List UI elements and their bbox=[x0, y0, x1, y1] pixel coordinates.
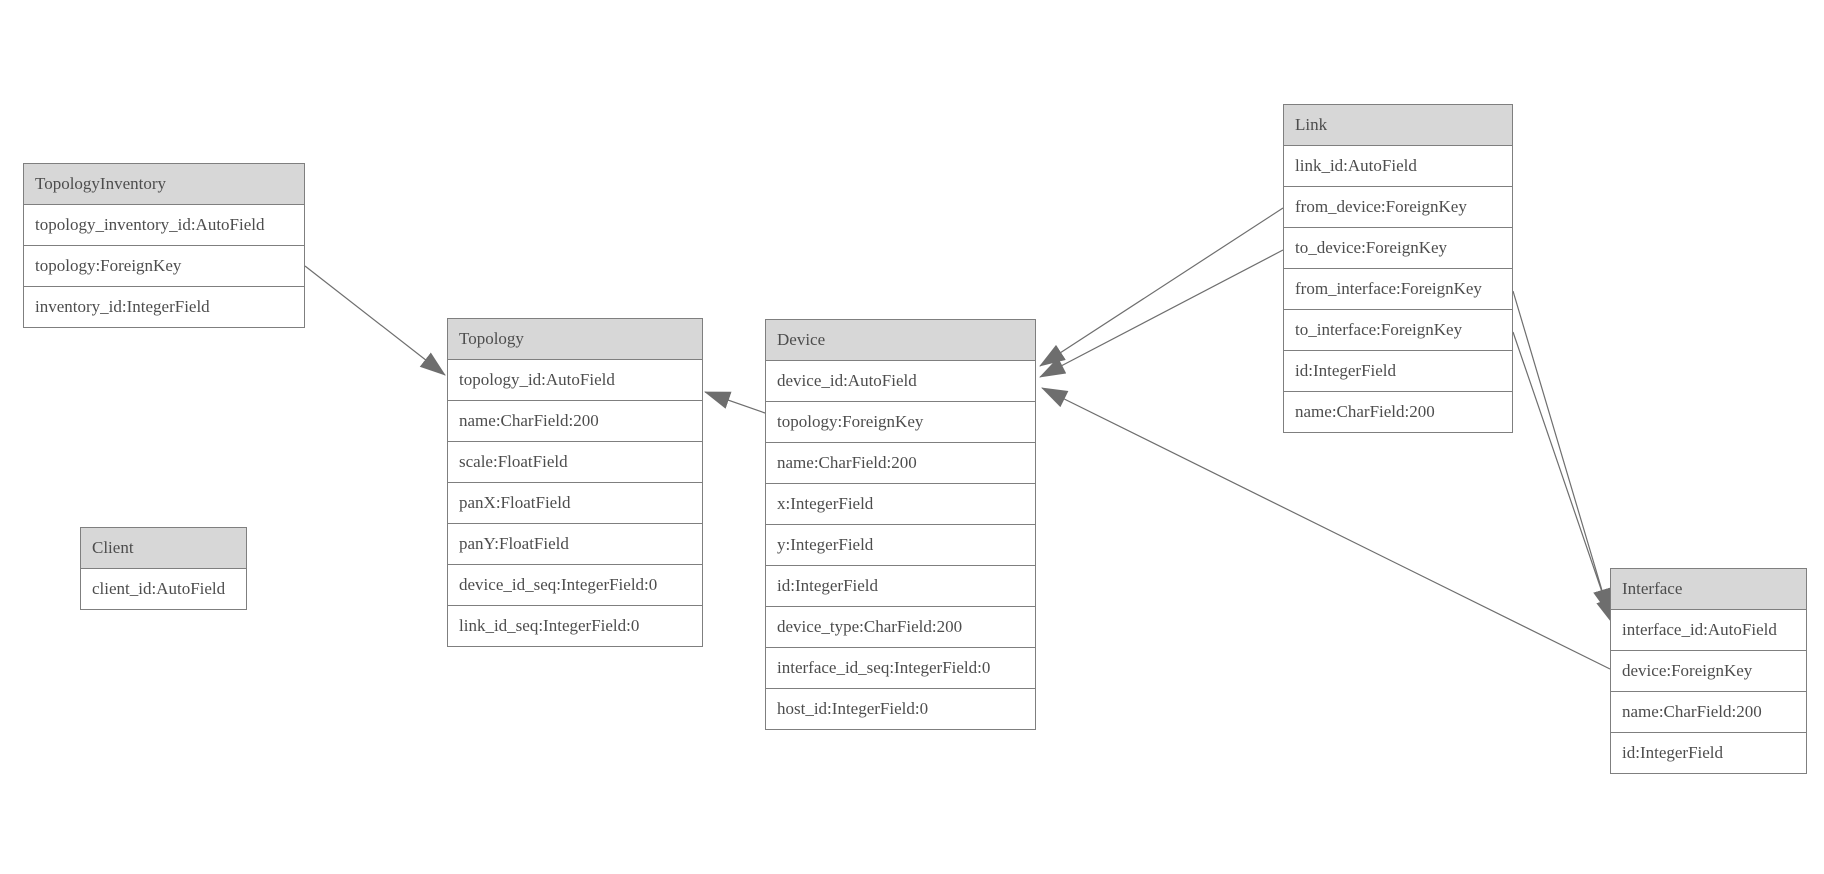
entity-field-row: name:CharField:200 bbox=[448, 401, 702, 442]
relation-edge-link-to-device-to-device bbox=[1039, 249, 1284, 378]
entity-field-row: device_type:CharField:200 bbox=[766, 607, 1035, 648]
entity-field-row: to_device:ForeignKey bbox=[1284, 228, 1512, 269]
relation-edge-link-from-device-to-device bbox=[1039, 207, 1284, 367]
entity-field-row: y:IntegerField bbox=[766, 525, 1035, 566]
entity-field-row: inventory_id:IntegerField bbox=[24, 287, 304, 327]
entity-title: Client bbox=[81, 528, 246, 569]
entity-field-row: topology:ForeignKey bbox=[24, 246, 304, 287]
entity-field-row: device:ForeignKey bbox=[1611, 651, 1806, 692]
relation-edge-link-to-interface-to-interface bbox=[1512, 331, 1614, 625]
entity-field-row: from_device:ForeignKey bbox=[1284, 187, 1512, 228]
entity-field-row: name:CharField:200 bbox=[766, 443, 1035, 484]
relation-edge-device-topology-to-topology bbox=[704, 391, 766, 414]
entity-title: Device bbox=[766, 320, 1035, 361]
relation-edge-link-from-interface-to-interface bbox=[1512, 290, 1611, 615]
entity-field-row: name:CharField:200 bbox=[1611, 692, 1806, 733]
entity-field-row: link_id_seq:IntegerField:0 bbox=[448, 606, 702, 646]
entity-field-row: host_id:IntegerField:0 bbox=[766, 689, 1035, 729]
relation-edge-topologyinventory-topology-to-topology bbox=[304, 265, 446, 376]
entity-field-row: id:IntegerField bbox=[1611, 733, 1806, 773]
entity-field-row: topology_id:AutoField bbox=[448, 360, 702, 401]
entity-field-row: scale:FloatField bbox=[448, 442, 702, 483]
entity-field-row: interface_id:AutoField bbox=[1611, 610, 1806, 651]
entity-field-row: id:IntegerField bbox=[1284, 351, 1512, 392]
entity-field-row: link_id:AutoField bbox=[1284, 146, 1512, 187]
entity-field-row: x:IntegerField bbox=[766, 484, 1035, 525]
entity-field-row: to_interface:ForeignKey bbox=[1284, 310, 1512, 351]
entity-title: TopologyInventory bbox=[24, 164, 304, 205]
entity-field-row: interface_id_seq:IntegerField:0 bbox=[766, 648, 1035, 689]
entity-field-row: id:IntegerField bbox=[766, 566, 1035, 607]
entity-title: Link bbox=[1284, 105, 1512, 146]
entity-field-row: device_id_seq:IntegerField:0 bbox=[448, 565, 702, 606]
entity-title: Interface bbox=[1611, 569, 1806, 610]
entity-title: Topology bbox=[448, 319, 702, 360]
entity-field-row: panX:FloatField bbox=[448, 483, 702, 524]
entity-field-row: client_id:AutoField bbox=[81, 569, 246, 609]
entity-field-row: name:CharField:200 bbox=[1284, 392, 1512, 432]
entity-field-row: from_interface:ForeignKey bbox=[1284, 269, 1512, 310]
entity-field-row: panY:FloatField bbox=[448, 524, 702, 565]
entity-field-row: device_id:AutoField bbox=[766, 361, 1035, 402]
entity-field-row: topology:ForeignKey bbox=[766, 402, 1035, 443]
entity-field-row: topology_inventory_id:AutoField bbox=[24, 205, 304, 246]
